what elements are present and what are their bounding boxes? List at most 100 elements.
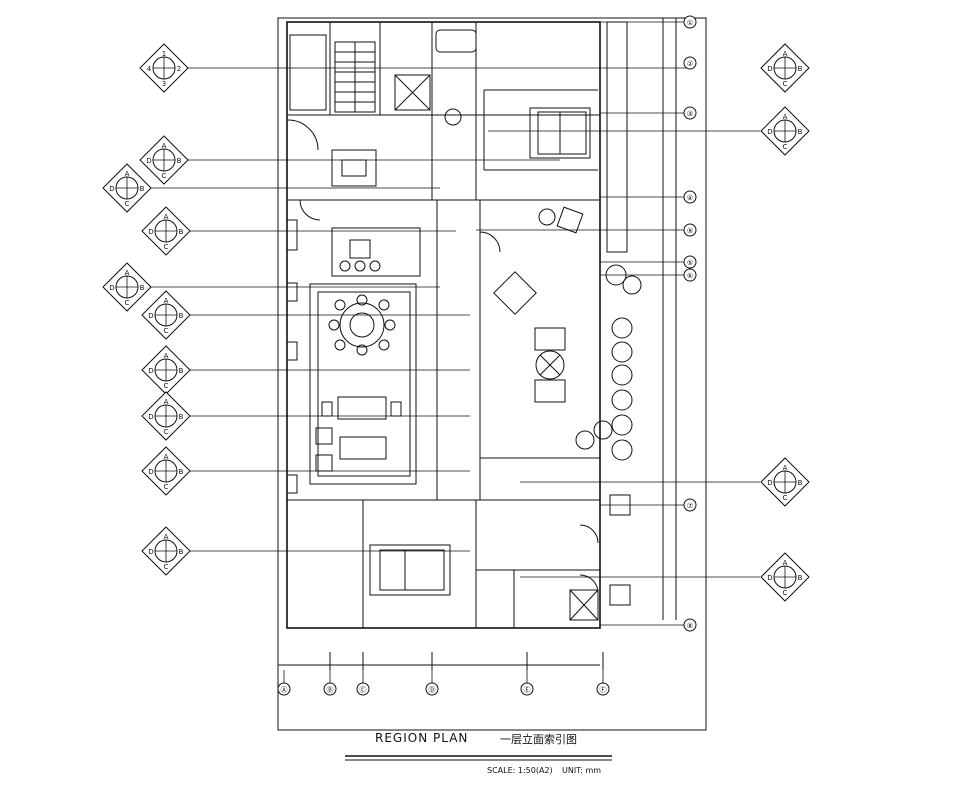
svg-text:B: B <box>179 548 184 556</box>
elevation-marker-left: A B C D <box>102 262 152 312</box>
grid-bubble-bottom: Ⓕ <box>596 670 610 696</box>
svg-text:4: 4 <box>147 65 152 73</box>
svg-text:3: 3 <box>162 80 166 88</box>
plan-title-cn: 一层立面索引图 <box>500 733 577 746</box>
svg-text:1: 1 <box>162 50 166 58</box>
svg-text:B: B <box>798 574 803 582</box>
svg-text:A: A <box>125 170 130 178</box>
svg-text:D: D <box>148 468 153 476</box>
svg-text:⑦: ⑦ <box>687 502 693 510</box>
grid-bubble-right: ① <box>683 15 697 29</box>
svg-text:Ⓒ: Ⓒ <box>360 686 367 694</box>
svg-text:B: B <box>179 312 184 320</box>
svg-text:A: A <box>164 213 169 221</box>
elevation-marker-left: A B C D <box>102 163 152 213</box>
svg-text:①: ① <box>687 19 693 27</box>
svg-text:D: D <box>767 479 772 487</box>
svg-text:A: A <box>164 398 169 406</box>
grid-bubble-right: ⑨ <box>683 223 697 237</box>
svg-text:C: C <box>783 494 788 502</box>
svg-text:B: B <box>798 479 803 487</box>
svg-text:D: D <box>767 65 772 73</box>
svg-text:Ⓕ: Ⓕ <box>600 686 607 694</box>
plan-scale: SCALE: 1:50(A2) <box>487 766 553 775</box>
svg-text:B: B <box>798 65 803 73</box>
svg-text:B: B <box>798 128 803 136</box>
svg-text:C: C <box>783 80 788 88</box>
svg-text:C: C <box>164 483 169 491</box>
svg-text:Ⓔ: Ⓔ <box>524 686 531 694</box>
grid-bubble-bottom: Ⓒ <box>356 670 370 696</box>
svg-text:Ⓓ: Ⓓ <box>429 686 436 694</box>
svg-text:Ⓐ: Ⓐ <box>281 686 288 694</box>
elevation-marker-left: A B C D <box>141 391 191 441</box>
svg-text:C: C <box>125 299 130 307</box>
svg-text:B: B <box>177 157 182 165</box>
svg-text:B: B <box>179 228 184 236</box>
grid-bubble-right: ⑦ <box>683 498 697 512</box>
svg-text:D: D <box>767 574 772 582</box>
svg-text:A: A <box>164 453 169 461</box>
svg-text:D: D <box>148 367 153 375</box>
svg-text:A: A <box>783 559 788 567</box>
svg-text:A: A <box>125 269 130 277</box>
svg-text:A: A <box>162 142 167 150</box>
grid-bubble-right: ⑧ <box>683 618 697 632</box>
grid-bubble-bottom: Ⓓ <box>425 670 439 696</box>
svg-text:D: D <box>767 128 772 136</box>
grid-bubble-right: ② <box>683 56 697 70</box>
svg-text:③: ③ <box>687 110 693 118</box>
svg-text:⑤: ⑤ <box>687 259 693 267</box>
sheet-frame <box>277 17 707 731</box>
svg-text:A: A <box>164 533 169 541</box>
plan-title: REGION PLAN <box>375 731 469 745</box>
svg-text:B: B <box>179 413 184 421</box>
svg-text:B: B <box>140 185 145 193</box>
svg-text:⑧: ⑧ <box>687 622 693 630</box>
svg-text:C: C <box>164 563 169 571</box>
svg-text:A: A <box>783 113 788 121</box>
svg-text:A: A <box>783 50 788 58</box>
building-outline <box>286 21 601 629</box>
svg-text:C: C <box>164 428 169 436</box>
svg-text:B: B <box>179 367 184 375</box>
elevation-marker-right: A B C D <box>760 552 810 602</box>
svg-text:D: D <box>146 157 151 165</box>
svg-text:D: D <box>148 312 153 320</box>
grid-bubble-right: ④ <box>683 190 697 204</box>
grid-bubble-bottom: Ⓔ <box>520 670 534 696</box>
grid-bubble-bottom: Ⓐ <box>277 670 291 696</box>
leader-lines <box>150 21 760 626</box>
svg-text:C: C <box>783 143 788 151</box>
svg-text:C: C <box>125 200 130 208</box>
elevation-marker-left: A B C D <box>141 526 191 576</box>
grid-bubble-right: ⑥ <box>683 268 697 282</box>
grid-bubble-right: ⑤ <box>683 255 697 269</box>
svg-text:A: A <box>783 464 788 472</box>
svg-text:A: A <box>164 297 169 305</box>
elevation-marker-right: A B C D <box>760 43 810 93</box>
svg-text:D: D <box>148 228 153 236</box>
svg-text:D: D <box>148 413 153 421</box>
svg-text:B: B <box>179 468 184 476</box>
elevation-markers: 1234ABCDABCDABCDABCDABCDABCDABCDABCDABCD… <box>102 43 810 602</box>
svg-text:②: ② <box>687 60 693 68</box>
elevation-marker-right: A B C D <box>760 457 810 507</box>
svg-text:A: A <box>164 352 169 360</box>
svg-text:D: D <box>109 185 114 193</box>
svg-text:D: D <box>148 548 153 556</box>
svg-text:④: ④ <box>687 194 693 202</box>
grid-bubble-right: ③ <box>683 106 697 120</box>
svg-text:B: B <box>140 284 145 292</box>
elevation-marker-right: A B C D <box>760 106 810 156</box>
grid-bubble-bottom: Ⓑ <box>323 670 337 696</box>
svg-text:D: D <box>109 284 114 292</box>
svg-text:C: C <box>783 589 788 597</box>
svg-text:⑨: ⑨ <box>687 227 693 235</box>
